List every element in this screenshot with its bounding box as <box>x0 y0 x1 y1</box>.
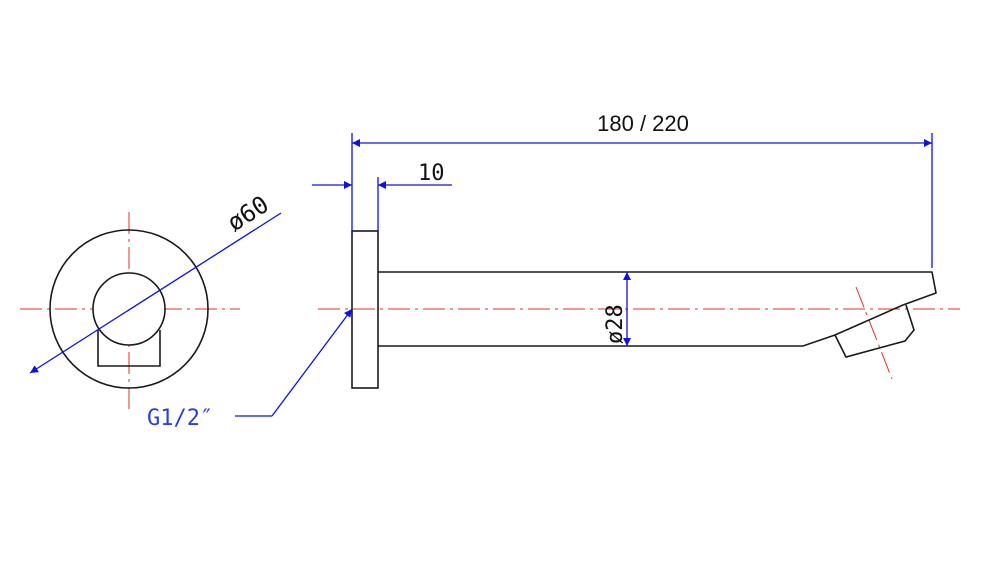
spout-body <box>378 271 937 347</box>
thread-leader-line <box>271 308 353 417</box>
front-view: ø60 <box>20 190 282 410</box>
spout-aerator-outlet <box>834 304 915 358</box>
flange-diameter-label: ø60 <box>222 190 274 237</box>
flange-diameter-dimension-line <box>29 212 282 374</box>
flange-thickness-label: 10 <box>418 161 445 186</box>
side-view: 180 / 220 10 ø28 G1/2″ <box>147 111 960 431</box>
flange-outer-circle <box>49 229 209 389</box>
outlet-centerline <box>855 286 893 380</box>
thread-label: G1/2″ <box>147 406 213 431</box>
spout-diameter-label: ø28 <box>603 304 628 344</box>
overall-length-label: 180 / 220 <box>597 111 689 136</box>
outlet-body-outline <box>97 330 161 367</box>
spout-inner-circle <box>92 272 166 346</box>
